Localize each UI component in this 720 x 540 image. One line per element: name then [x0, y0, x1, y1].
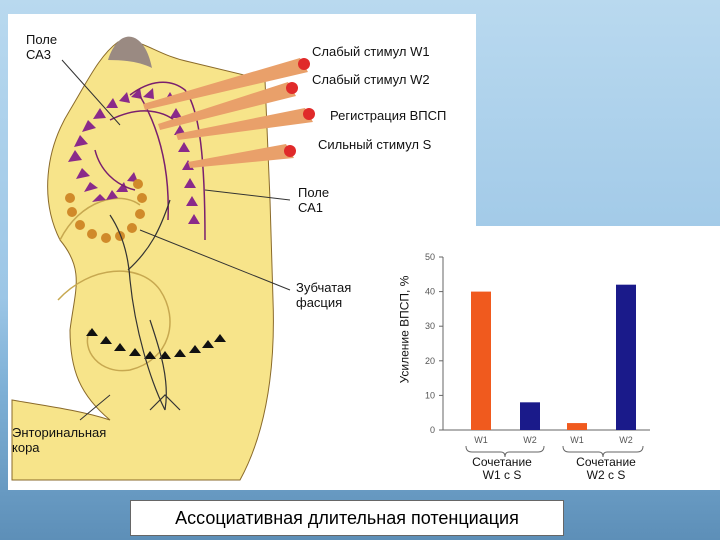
x-tick-label: W1 [474, 435, 488, 445]
bar-w1-group1 [471, 292, 491, 430]
label-dentate-fascia: Зубчатая фасция [296, 280, 351, 310]
page-title: Ассоциативная длительная потенциация [130, 500, 564, 536]
y-tick-label: 0 [430, 425, 435, 435]
label-weak-stimulus-w1: Слабый стимул W1 [312, 44, 430, 59]
bar-chart: 0 10 20 30 40 50 W1 W2 W1 W2 [425, 252, 650, 457]
bar-w2-group2 [616, 285, 636, 430]
label-ca3: Поле СА3 [26, 32, 57, 62]
x-tick-label: W1 [570, 435, 584, 445]
y-tick-label: 10 [425, 390, 435, 400]
x-tick-label: W2 [523, 435, 537, 445]
y-tick-label: 40 [425, 287, 435, 297]
label-strong-stimulus: Сильный стимул S [318, 137, 431, 152]
x-tick-label: W2 [619, 435, 633, 445]
chart-y-axis-label: Усиление ВПСП, % [398, 270, 413, 390]
group-label-w1-with-s: Сочетание W1 с S [458, 456, 546, 482]
label-ca1: Поле СА1 [298, 185, 329, 215]
label-registration: Регистрация ВПСП [330, 108, 446, 123]
label-weak-stimulus-w2: Слабый стимул W2 [312, 72, 430, 87]
bar-w2-group1 [520, 402, 540, 430]
y-tick-label: 50 [425, 252, 435, 262]
y-tick-label: 30 [425, 321, 435, 331]
label-entorhinal-cortex: Энторинальная кора [12, 425, 106, 455]
group-label-w2-with-s: Сочетание W2 с S [562, 456, 650, 482]
y-tick-label: 20 [425, 356, 435, 366]
bar-w1-group2 [567, 423, 587, 430]
